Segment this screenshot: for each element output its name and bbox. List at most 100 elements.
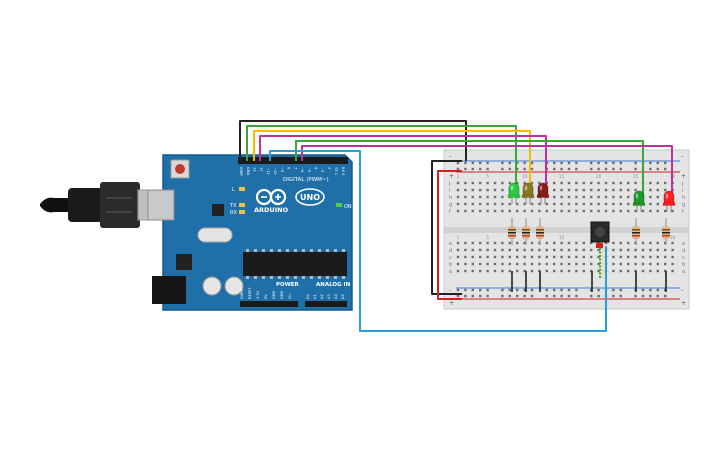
breadboard-hole[interactable]: [508, 181, 511, 185]
rail-hole[interactable]: [501, 167, 504, 171]
breadboard-hole[interactable]: [604, 188, 608, 192]
breadboard-hole[interactable]: [612, 181, 615, 185]
breadboard-hole[interactable]: [627, 269, 630, 273]
rail-hole[interactable]: [612, 294, 615, 298]
rail-hole[interactable]: [597, 167, 600, 171]
breadboard-hole[interactable]: [479, 195, 482, 199]
rail-hole[interactable]: [553, 161, 556, 165]
breadboard-hole[interactable]: [627, 195, 630, 199]
breadboard-hole[interactable]: [464, 188, 467, 192]
resistor[interactable]: [632, 218, 640, 245]
breadboard-hole[interactable]: [560, 202, 563, 206]
breadboard-hole[interactable]: [538, 202, 541, 206]
breadboard-hole[interactable]: [486, 181, 489, 185]
breadboard-hole[interactable]: [471, 269, 474, 273]
rail-hole[interactable]: [567, 161, 571, 165]
breadboard-hole[interactable]: [619, 262, 622, 266]
breadboard-hole[interactable]: [604, 241, 608, 245]
rail-hole[interactable]: [567, 167, 571, 171]
breadboard-hole[interactable]: [656, 195, 659, 199]
rail-hole[interactable]: [486, 167, 489, 171]
breadboard-hole[interactable]: [508, 269, 511, 273]
rail-hole[interactable]: [656, 161, 659, 165]
breadboard-hole[interactable]: [597, 209, 600, 213]
breadboard-hole[interactable]: [479, 255, 482, 259]
rail-hole[interactable]: [501, 161, 504, 165]
breadboard-hole[interactable]: [486, 262, 489, 266]
breadboard-hole[interactable]: [501, 241, 504, 245]
breadboard-hole[interactable]: [508, 248, 511, 252]
breadboard-hole[interactable]: [464, 181, 467, 185]
breadboard-hole[interactable]: [553, 202, 556, 206]
breadboard-hole[interactable]: [456, 202, 460, 206]
breadboard-hole[interactable]: [575, 248, 578, 252]
breadboard-hole[interactable]: [612, 269, 615, 273]
breadboard-hole[interactable]: [619, 209, 622, 213]
breadboard-hole[interactable]: [471, 262, 474, 266]
rail-hole[interactable]: [575, 161, 578, 165]
breadboard-hole[interactable]: [545, 262, 548, 266]
rail-hole[interactable]: [612, 161, 615, 165]
led-green-1[interactable]: [507, 182, 521, 204]
breadboard-hole[interactable]: [456, 248, 460, 252]
breadboard-hole[interactable]: [627, 255, 630, 259]
breadboard-hole[interactable]: [575, 202, 578, 206]
breadboard-hole[interactable]: [493, 202, 497, 206]
breadboard-hole[interactable]: [612, 241, 615, 245]
rail-hole[interactable]: [649, 294, 652, 298]
rail-hole[interactable]: [516, 294, 519, 298]
breadboard-hole[interactable]: [516, 202, 519, 206]
breadboard-hole[interactable]: [508, 262, 511, 266]
reset-button[interactable]: [175, 164, 185, 174]
breadboard-hole[interactable]: [575, 269, 578, 273]
breadboard-hole[interactable]: [464, 269, 467, 273]
rail-hole[interactable]: [664, 167, 667, 171]
breadboard-hole[interactable]: [560, 248, 563, 252]
breadboard-hole[interactable]: [479, 209, 482, 213]
breadboard-hole[interactable]: [567, 269, 571, 273]
breadboard-hole[interactable]: [560, 209, 563, 213]
breadboard-hole[interactable]: [493, 241, 497, 245]
breadboard-hole[interactable]: [508, 255, 511, 259]
breadboard-hole[interactable]: [486, 195, 489, 199]
breadboard-hole[interactable]: [604, 181, 608, 185]
breadboard-hole[interactable]: [508, 209, 511, 213]
rail-hole[interactable]: [516, 167, 519, 171]
breadboard-hole[interactable]: [590, 209, 593, 213]
breadboard-hole[interactable]: [553, 188, 556, 192]
breadboard-hole[interactable]: [649, 181, 652, 185]
rail-hole[interactable]: [530, 288, 534, 292]
breadboard-hole[interactable]: [456, 269, 460, 273]
breadboard-hole[interactable]: [627, 181, 630, 185]
rail-hole[interactable]: [486, 161, 489, 165]
breadboard-hole[interactable]: [516, 262, 519, 266]
breadboard-hole[interactable]: [590, 241, 593, 245]
breadboard-hole[interactable]: [508, 202, 511, 206]
rail-hole[interactable]: [471, 288, 474, 292]
breadboard-hole[interactable]: [671, 241, 674, 245]
breadboard-hole[interactable]: [656, 262, 659, 266]
rail-hole[interactable]: [530, 294, 534, 298]
breadboard-hole[interactable]: [671, 209, 674, 213]
breadboard-hole[interactable]: [612, 202, 615, 206]
breadboard-hole[interactable]: [575, 188, 578, 192]
breadboard-hole[interactable]: [627, 202, 630, 206]
breadboard-hole[interactable]: [486, 209, 489, 213]
breadboard-hole[interactable]: [612, 255, 615, 259]
rail-hole[interactable]: [560, 294, 563, 298]
breadboard-hole[interactable]: [619, 188, 622, 192]
breadboard-hole[interactable]: [612, 248, 615, 252]
breadboard-hole[interactable]: [464, 202, 467, 206]
breadboard-hole[interactable]: [493, 255, 497, 259]
rail-hole[interactable]: [545, 294, 548, 298]
rail-hole[interactable]: [471, 167, 474, 171]
rail-hole[interactable]: [664, 294, 667, 298]
breadboard-hole[interactable]: [597, 181, 600, 185]
breadboard-hole[interactable]: [501, 209, 504, 213]
breadboard-hole[interactable]: [486, 255, 489, 259]
rail-hole[interactable]: [664, 161, 667, 165]
breadboard-hole[interactable]: [649, 248, 652, 252]
rail-hole[interactable]: [656, 167, 659, 171]
breadboard-hole[interactable]: [582, 248, 585, 252]
breadboard-hole[interactable]: [479, 188, 482, 192]
